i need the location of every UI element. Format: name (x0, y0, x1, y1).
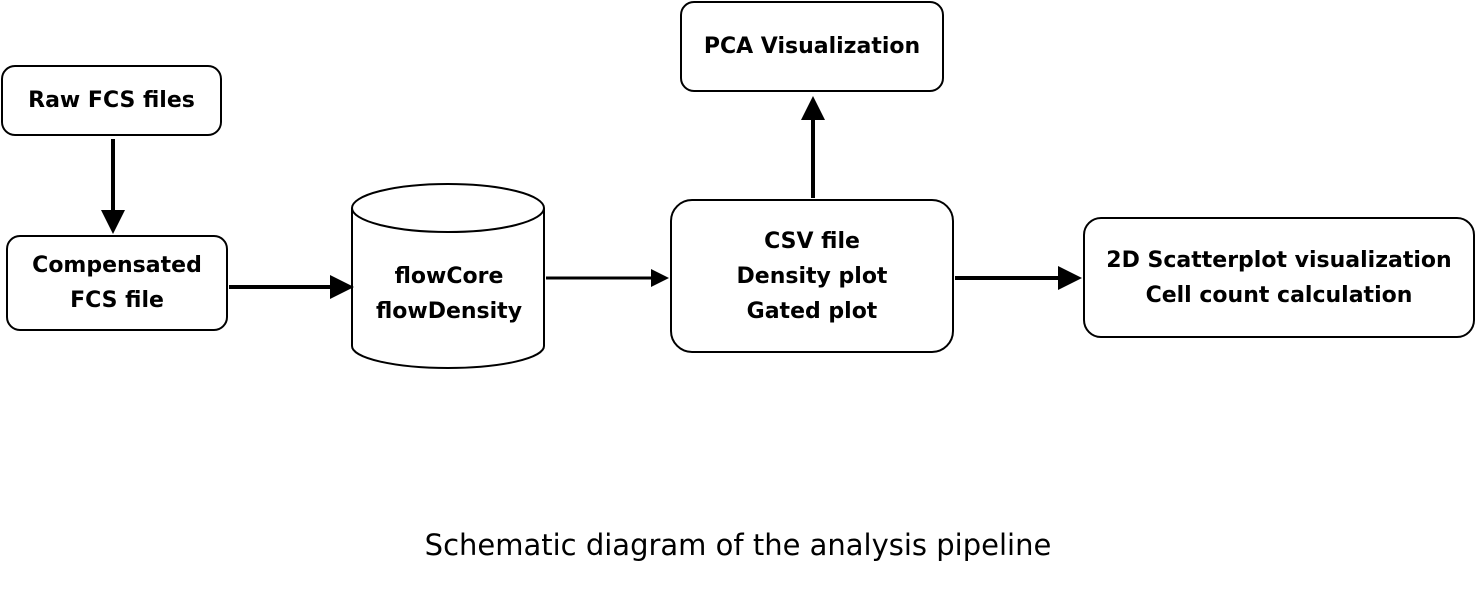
node-outputs-line-1: CSV file (764, 228, 860, 254)
diagram-caption: Schematic diagram of the analysis pipeli… (424, 528, 1052, 562)
node-compensated-line-2: FCS file (70, 288, 164, 313)
node-raw-fcs-files-line-1: Raw FCS files (28, 88, 195, 113)
node-scatterplot-cellcount: 2D Scatterplot visualization Cell count … (1083, 217, 1475, 338)
node-pca-line-1: PCA Visualization (703, 34, 921, 59)
node-database-label: flowCore flowDensity (352, 258, 546, 330)
node-compensated-fcs-file: Compensated FCS file (6, 235, 228, 331)
node-pca-visualization: PCA Visualization (680, 1, 944, 92)
database-cylinder (351, 183, 545, 369)
node-database-line-1: flowCore (394, 264, 504, 289)
node-outputs-line-3: Gated plot (746, 298, 878, 324)
node-compensated-line-1: Compensated (32, 253, 202, 278)
node-raw-fcs-files: Raw FCS files (1, 65, 222, 136)
node-scatter-line-1: 2D Scatterplot visualization (1106, 247, 1452, 273)
cylinder-top (351, 183, 545, 233)
cylinder-body (351, 208, 545, 369)
node-analysis-outputs: CSV file Density plot Gated plot (670, 199, 954, 353)
node-scatter-line-2: Cell count calculation (1145, 282, 1413, 308)
node-outputs-line-2: Density plot (736, 263, 888, 289)
node-database-line-2: flowDensity (375, 299, 523, 324)
